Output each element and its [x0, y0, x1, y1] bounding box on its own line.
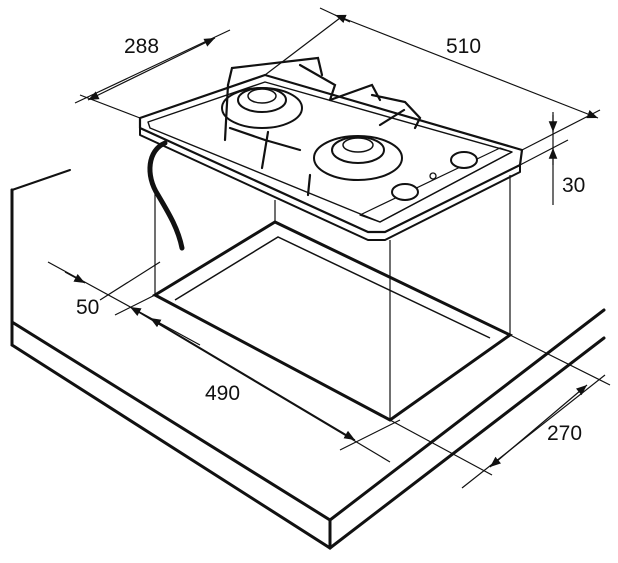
dim-cutout-depth-label: 270 — [547, 422, 582, 445]
dim-cutout-width-label: 490 — [205, 382, 240, 405]
cooktop — [138, 73, 524, 241]
countertop — [10, 169, 606, 550]
dim-depth-top-label: 288 — [124, 35, 159, 58]
gas-hose — [147, 140, 185, 251]
dim-height-label: 30 — [562, 174, 585, 197]
dim-width-top-label: 510 — [446, 35, 481, 58]
dim-edge-clearance-label: 50 — [76, 296, 99, 319]
dimension-lines — [47, 7, 611, 489]
